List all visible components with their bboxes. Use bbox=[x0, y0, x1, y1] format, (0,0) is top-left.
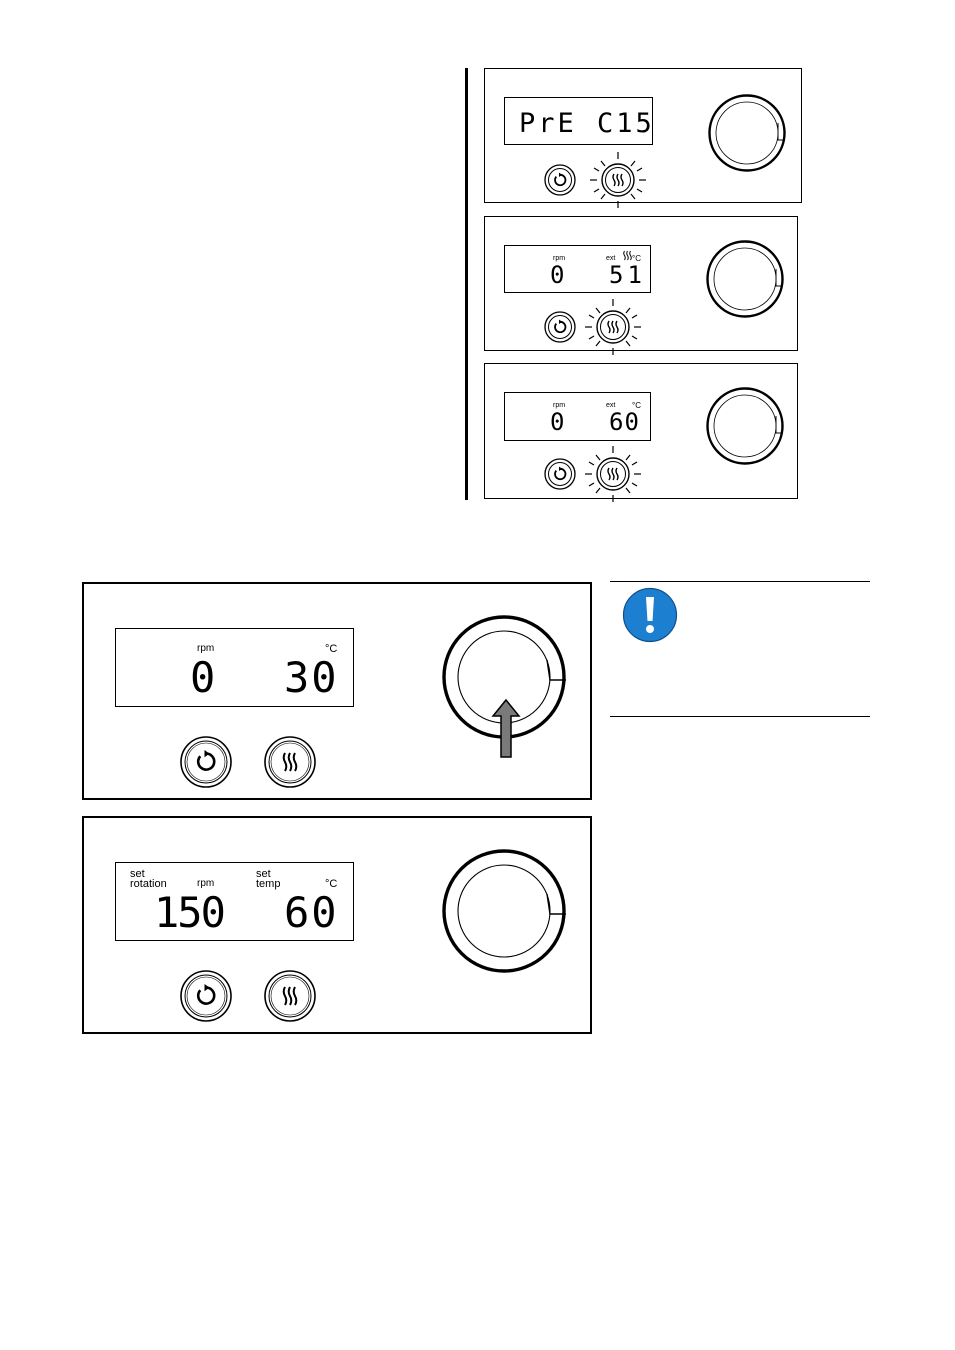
device-panel-current: rpm °C 0 30 bbox=[82, 582, 592, 800]
lcd-display: rpm ext °C 0 51 bbox=[504, 245, 651, 293]
control-knob[interactable] bbox=[707, 93, 787, 173]
control-knob[interactable] bbox=[705, 386, 785, 466]
rpm-value: 0 bbox=[190, 657, 215, 699]
rotation-button[interactable] bbox=[544, 458, 576, 490]
control-knob[interactable] bbox=[441, 848, 567, 974]
rpm-value: 0 bbox=[550, 410, 564, 434]
heating-button[interactable] bbox=[264, 970, 316, 1022]
temp-value: 51 bbox=[609, 263, 646, 287]
set-temp-label-2: temp bbox=[256, 879, 280, 890]
column-divider bbox=[465, 68, 468, 500]
lcd-left-value: PrE bbox=[519, 110, 577, 137]
control-knob[interactable] bbox=[705, 239, 785, 319]
rotation-button[interactable] bbox=[180, 736, 232, 788]
lcd-right-value: C15 bbox=[597, 110, 655, 137]
lcd-display: rpm ext °C 0 60 bbox=[504, 392, 651, 441]
lcd-display: rpm °C 0 30 bbox=[115, 628, 354, 707]
notice-top-rule bbox=[610, 581, 870, 582]
lcd-display: set rotation rpm set temp °C 150 60 bbox=[115, 862, 354, 941]
lcd-display: PrE C15 bbox=[504, 97, 653, 145]
temp-value: 60 bbox=[284, 892, 339, 934]
device-panel-preheat: PrE C15 bbox=[484, 68, 802, 203]
heating-button[interactable] bbox=[264, 736, 316, 788]
heating-icon bbox=[623, 251, 632, 260]
rotation-button[interactable] bbox=[544, 311, 576, 343]
temp-value: 30 bbox=[284, 657, 339, 699]
rotation-button[interactable] bbox=[544, 164, 576, 196]
device-panel-reached: rpm ext °C 0 60 bbox=[484, 363, 798, 499]
heating-button[interactable] bbox=[595, 309, 631, 345]
exclamation-icon bbox=[622, 587, 678, 643]
heating-button[interactable] bbox=[600, 162, 636, 198]
device-panel-setpoint: set rotation rpm set temp °C 150 60 bbox=[82, 816, 592, 1034]
rpm-value: 150 bbox=[154, 892, 224, 934]
heating-button[interactable] bbox=[595, 456, 631, 492]
rpm-value: 0 bbox=[550, 263, 564, 287]
rotation-button[interactable] bbox=[180, 970, 232, 1022]
device-panel-heating: rpm ext °C 0 51 bbox=[484, 216, 798, 351]
press-arrow-icon bbox=[491, 699, 521, 759]
temp-value: 60 bbox=[609, 410, 640, 434]
notice-bottom-rule bbox=[610, 716, 870, 717]
